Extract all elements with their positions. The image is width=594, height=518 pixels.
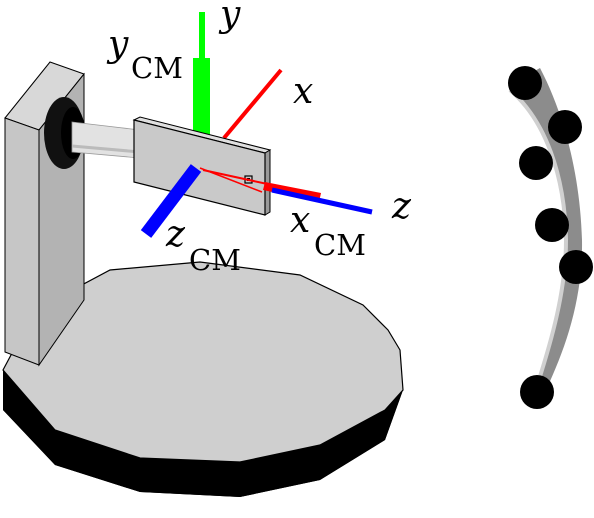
turntable-lip xyxy=(3,370,403,497)
label-z: z xyxy=(391,186,412,227)
red-thin-line xyxy=(202,169,273,186)
y-axis-thin xyxy=(199,12,205,60)
post-front xyxy=(4,117,40,366)
flexible-strip xyxy=(508,66,593,409)
z-cm-axis-arrow xyxy=(140,164,202,238)
label-x-cm: x xyxy=(290,200,310,241)
strip-highlight xyxy=(508,88,569,393)
x-axis-arrow xyxy=(222,68,283,140)
y-axis-arrow xyxy=(193,12,210,140)
turntable-base xyxy=(2,261,404,497)
y-axis-thick xyxy=(193,58,210,140)
shaft-shade xyxy=(71,144,141,154)
marker-dot xyxy=(559,250,593,284)
label-y: y xyxy=(218,0,241,35)
label-y-cm: y xyxy=(106,24,129,65)
label-x-cm-sub: CM xyxy=(314,228,366,262)
plate-face xyxy=(133,119,266,216)
label-y-cm-sub: CM xyxy=(131,51,183,85)
red-thin-line-2 xyxy=(199,167,263,193)
z-axis-arrow xyxy=(271,187,373,215)
strip-body xyxy=(510,68,583,392)
marker-dot xyxy=(548,110,582,144)
label-z-cm-sub: CM xyxy=(189,243,241,277)
axis-labels: y y CM x z x CM z CM xyxy=(106,0,412,277)
marker-dot xyxy=(520,375,554,409)
marker-dot xyxy=(519,146,553,180)
bearing-assembly xyxy=(44,97,141,169)
label-z-cm: z xyxy=(165,214,186,255)
marker-dot xyxy=(535,208,569,242)
label-x: x xyxy=(293,71,313,112)
marker-dot xyxy=(508,66,542,100)
